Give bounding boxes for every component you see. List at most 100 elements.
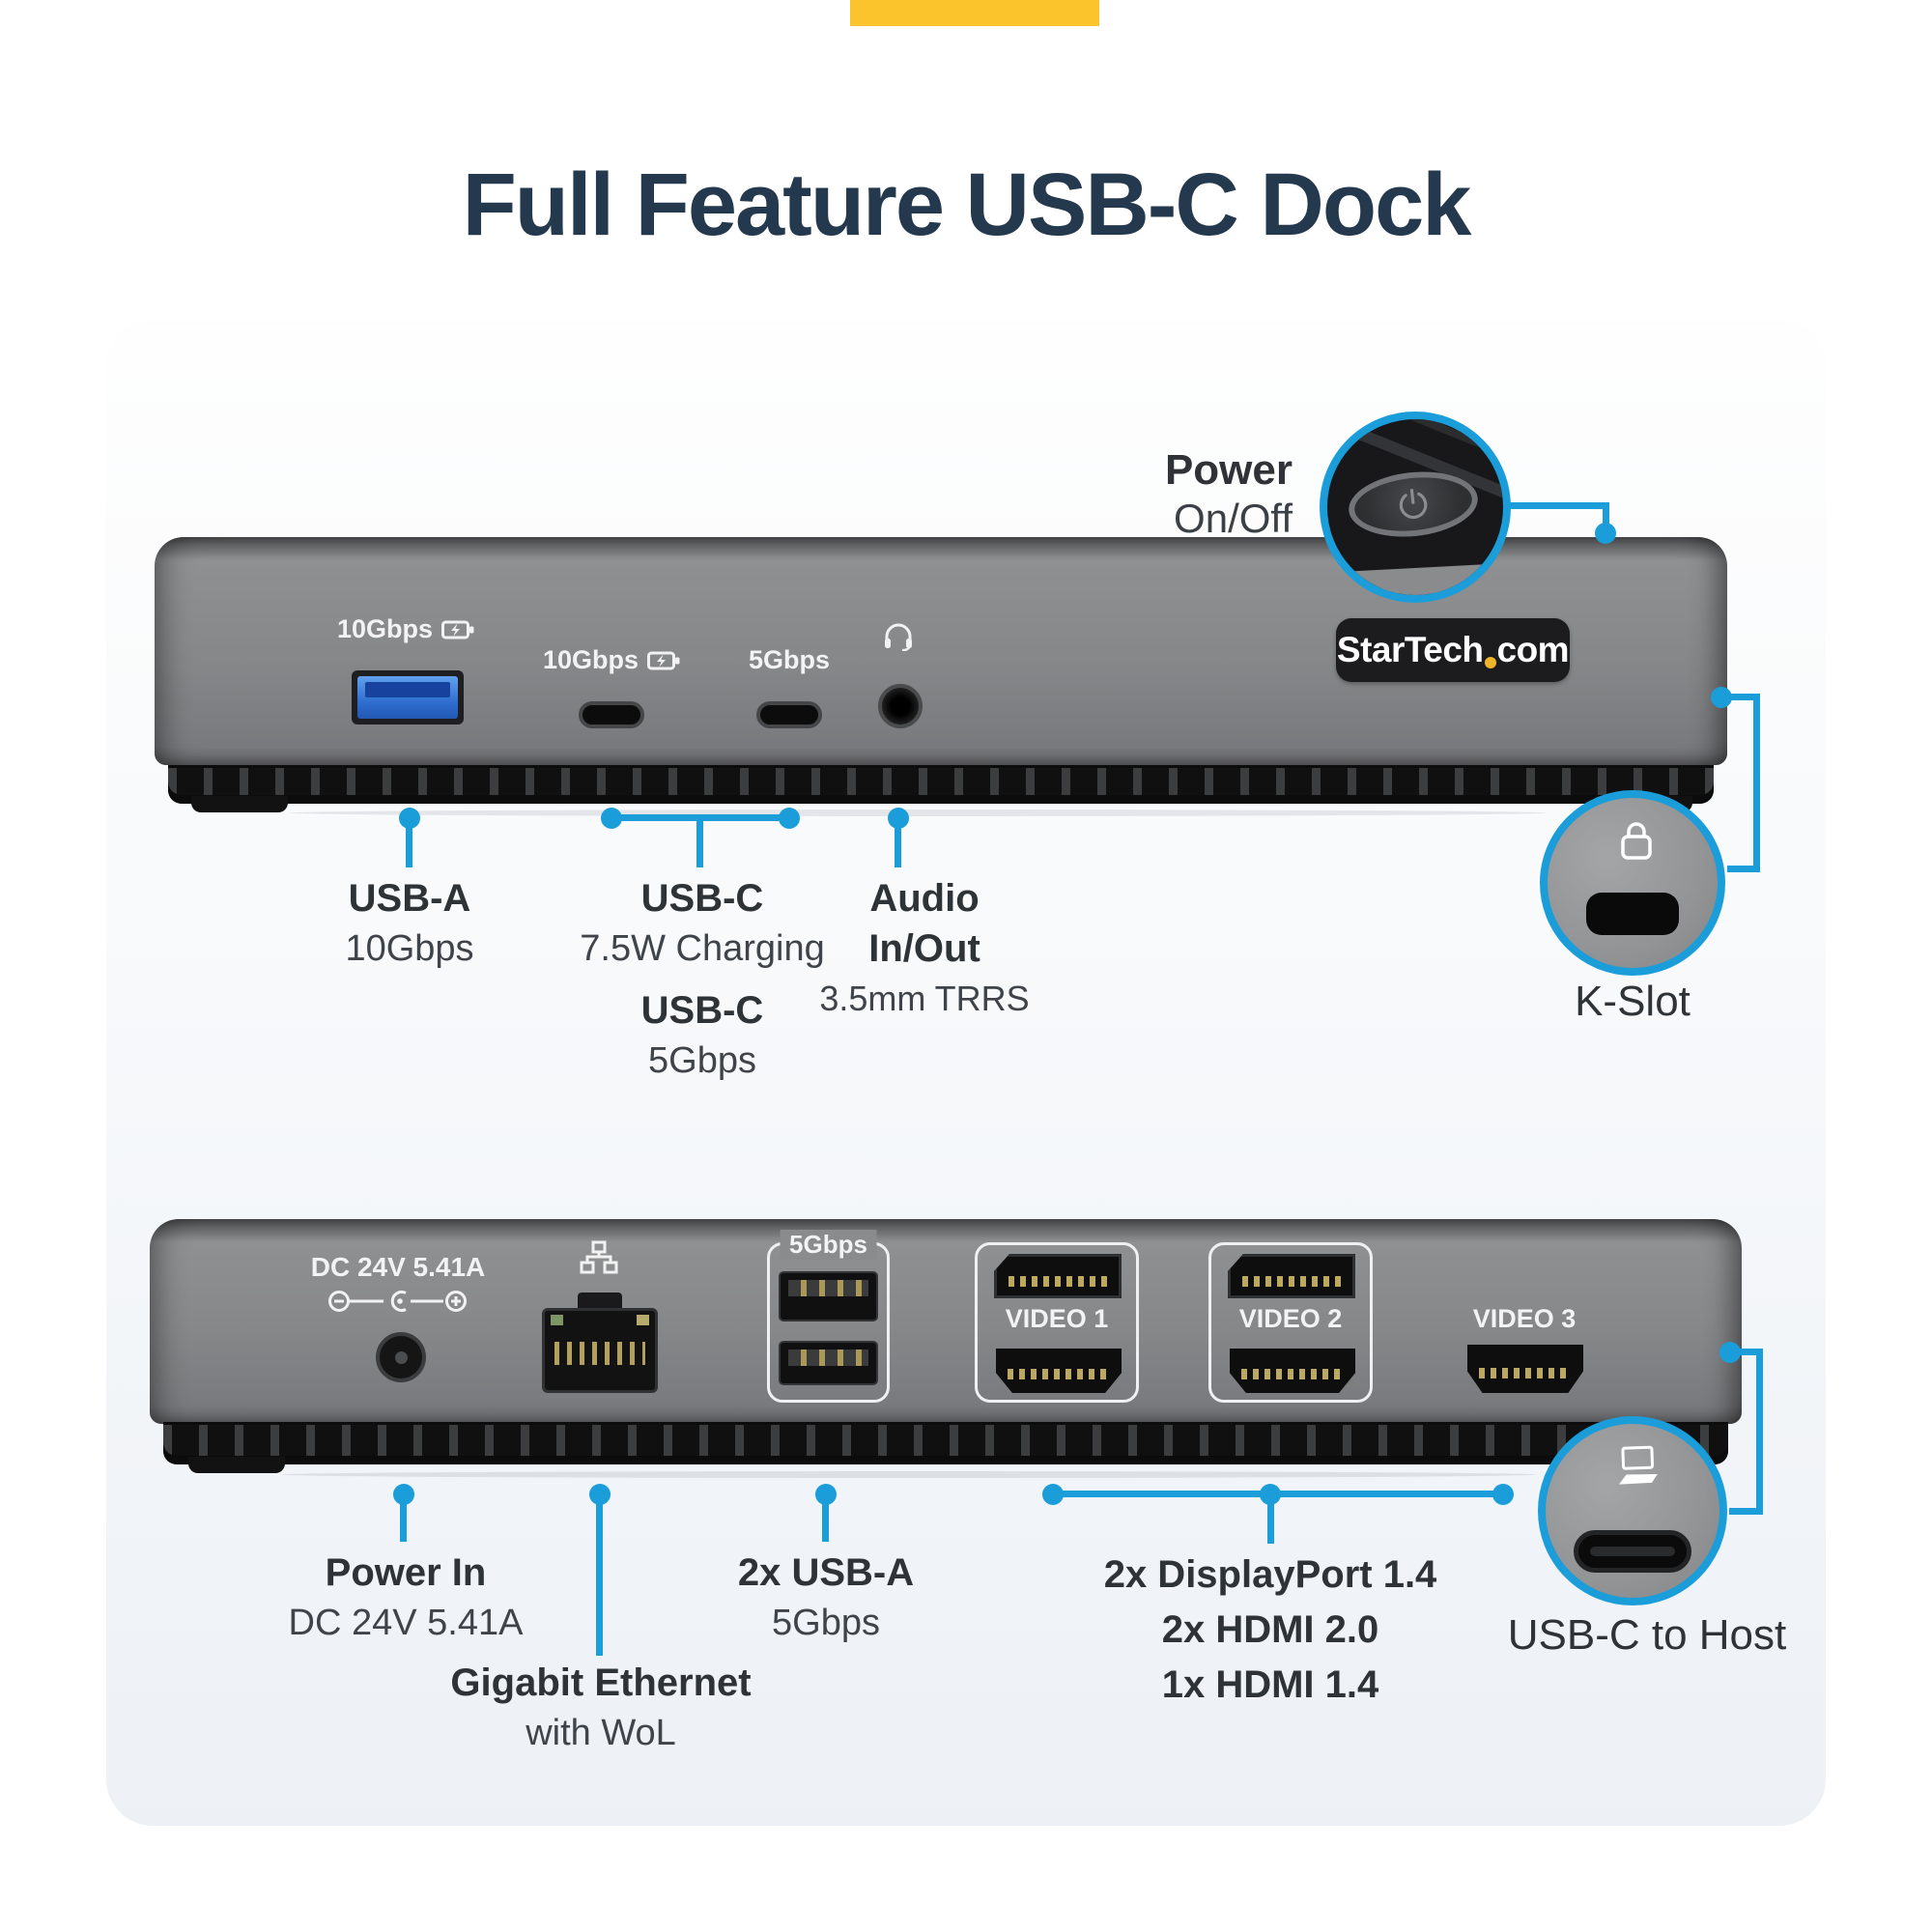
front-dock-foot-left bbox=[191, 796, 288, 812]
usb-c-callout-sub1: 7.5W Charging bbox=[580, 928, 825, 969]
ethernet-title: Gigabit Ethernet bbox=[450, 1662, 752, 1704]
front-usb-c1-port bbox=[579, 701, 644, 728]
usb-c-host-port bbox=[1574, 1530, 1691, 1573]
gigabit-ethernet-port bbox=[542, 1308, 658, 1393]
k-slot-callout-line bbox=[1727, 866, 1760, 872]
back-dock-foot-left bbox=[188, 1457, 285, 1473]
ethernet-callout-stem bbox=[596, 1494, 603, 1656]
laptop-icon bbox=[1606, 1441, 1667, 1497]
logo-text-start: StarTech bbox=[1336, 630, 1484, 669]
video-callout-stem bbox=[1267, 1494, 1274, 1544]
usb-a-callout-title: USB-A bbox=[348, 877, 471, 920]
back-usb-a-port-2 bbox=[779, 1341, 878, 1385]
startech-logo-badge: StarTech com bbox=[1336, 618, 1570, 682]
usb-c-host-zoom-circle bbox=[1538, 1416, 1727, 1605]
video-callout-label: 2x DisplayPort 1.4 2x HDMI 2.0 1x HDMI 1… bbox=[1104, 1548, 1437, 1713]
audio-callout-title1: Audio bbox=[869, 877, 980, 920]
video-callout-line2: 2x HDMI 2.0 bbox=[1161, 1608, 1379, 1651]
power-in-callout-stem bbox=[400, 1494, 407, 1542]
connector-pins bbox=[1009, 1276, 1107, 1287]
usb-c-host-label: USB-C to Host bbox=[1507, 1611, 1787, 1659]
connector-pins bbox=[1242, 1276, 1341, 1287]
video-callout-line1: 2x DisplayPort 1.4 bbox=[1103, 1553, 1437, 1596]
power-on-off-label: Power On/Off bbox=[985, 446, 1293, 543]
usb-c-host-callout-line bbox=[1756, 1349, 1763, 1515]
back-dock-vents bbox=[163, 1422, 1728, 1464]
usb-c-callout-dot bbox=[779, 808, 800, 829]
power-callout-line bbox=[1510, 502, 1609, 509]
video-3-label: VIDEO 3 bbox=[1472, 1304, 1577, 1333]
battery-charging-icon bbox=[647, 651, 680, 669]
battery-charging-icon bbox=[441, 620, 474, 639]
power-callout-dot bbox=[1595, 523, 1616, 544]
usb-a-tab bbox=[788, 1350, 868, 1366]
logo-text-com: com bbox=[1496, 630, 1570, 669]
back-dock-shadow bbox=[280, 1471, 1536, 1478]
usb-a-back-callout-label: 2x USB-A 5Gbps bbox=[738, 1548, 914, 1648]
audio-callout-sub: 3.5mm TRRS bbox=[819, 979, 1030, 1018]
usb-a-tab bbox=[788, 1280, 868, 1296]
usb-a-back-sub: 5Gbps bbox=[772, 1603, 880, 1643]
front-dock-shadow bbox=[290, 810, 1546, 816]
headset-icon bbox=[882, 622, 915, 656]
video-1-label: VIDEO 1 bbox=[1005, 1304, 1109, 1333]
usb-a-back-callout-stem bbox=[822, 1494, 829, 1542]
logo-yellow-dot bbox=[1484, 657, 1496, 668]
rj45-latch-tab bbox=[578, 1293, 622, 1312]
power-label-line2: On/Off bbox=[1174, 496, 1293, 541]
back-dock-body bbox=[150, 1219, 1742, 1424]
ethernet-sub: with WoL bbox=[526, 1713, 676, 1753]
front-audio-jack-port bbox=[878, 684, 923, 728]
displayport-1-port bbox=[994, 1254, 1122, 1298]
front-usb-c2-speed-text: 5Gbps bbox=[748, 645, 831, 674]
dc-power-in-port bbox=[376, 1332, 426, 1382]
front-usb-a-speed-label: 10Gbps bbox=[337, 614, 474, 644]
power-in-callout-label: Power In DC 24V 5.41A bbox=[289, 1548, 524, 1648]
video-callout-dot bbox=[1492, 1484, 1514, 1505]
video-callout-line3: 1x HDMI 1.4 bbox=[1161, 1663, 1379, 1706]
audio-callout-title2: In/Out bbox=[868, 927, 980, 970]
power-callout-line bbox=[1603, 502, 1609, 529]
ethernet-led bbox=[637, 1315, 649, 1325]
k-slot-callout-line bbox=[1753, 694, 1760, 872]
usb-c-host-callout-line bbox=[1729, 1508, 1762, 1515]
connector-pins bbox=[1241, 1369, 1344, 1379]
usb-c-host-callout-line bbox=[1730, 1349, 1763, 1355]
front-usb-a-port bbox=[352, 670, 464, 724]
ethernet-callout-label: Gigabit Ethernet with WoL bbox=[450, 1658, 751, 1758]
k-slot-zoom-circle bbox=[1540, 790, 1725, 976]
connector-pins bbox=[1479, 1368, 1572, 1378]
hdmi-2-port bbox=[1230, 1349, 1355, 1393]
usb-a-group-speed-label: 5Gbps bbox=[780, 1230, 877, 1260]
page-title: Full Feature USB-C Dock bbox=[462, 155, 1472, 254]
usb-c-slot bbox=[1590, 1547, 1675, 1556]
usb-c-callout-title2: USB-C bbox=[640, 989, 764, 1032]
front-usb-c2-speed-label: 5Gbps bbox=[749, 645, 830, 675]
video-callout-bridge bbox=[1053, 1491, 1503, 1497]
usb-a-callout-sub: 10Gbps bbox=[345, 928, 474, 969]
usb-a-port-group: 5Gbps bbox=[767, 1230, 890, 1403]
usb-c-callout-title1: USB-C bbox=[640, 877, 764, 920]
dc-pin bbox=[394, 1350, 408, 1364]
audio-callout-stem bbox=[895, 818, 901, 867]
ethernet-pins bbox=[554, 1342, 645, 1365]
k-slot-callout-line bbox=[1721, 694, 1760, 700]
front-usb-c1-speed-label: 10Gbps bbox=[543, 645, 680, 675]
power-in-sub: DC 24V 5.41A bbox=[288, 1603, 524, 1643]
front-usb-c1-speed-text: 10Gbps bbox=[542, 645, 639, 674]
power-button bbox=[1345, 466, 1482, 543]
usb-a-tab bbox=[365, 682, 450, 697]
power-label-line1: Power bbox=[1164, 446, 1293, 494]
ethernet-led bbox=[551, 1315, 563, 1325]
dc-rating-label: DC 24V 5.41A bbox=[310, 1252, 486, 1282]
back-usb-a-port-1 bbox=[779, 1271, 878, 1321]
k-slot-label: K-Slot bbox=[1575, 978, 1690, 1025]
front-usb-a-speed-text: 10Gbps bbox=[336, 614, 434, 643]
usb-c-callout-bridge bbox=[611, 814, 789, 821]
dc-polarity-icon bbox=[326, 1287, 470, 1321]
displayport-2-port bbox=[1228, 1254, 1355, 1298]
usb-a-callout-label: USB-A 10Gbps bbox=[345, 873, 473, 974]
power-symbol-icon bbox=[1399, 488, 1428, 520]
connector-pins bbox=[1008, 1369, 1110, 1379]
hdmi-1-port bbox=[996, 1349, 1122, 1393]
